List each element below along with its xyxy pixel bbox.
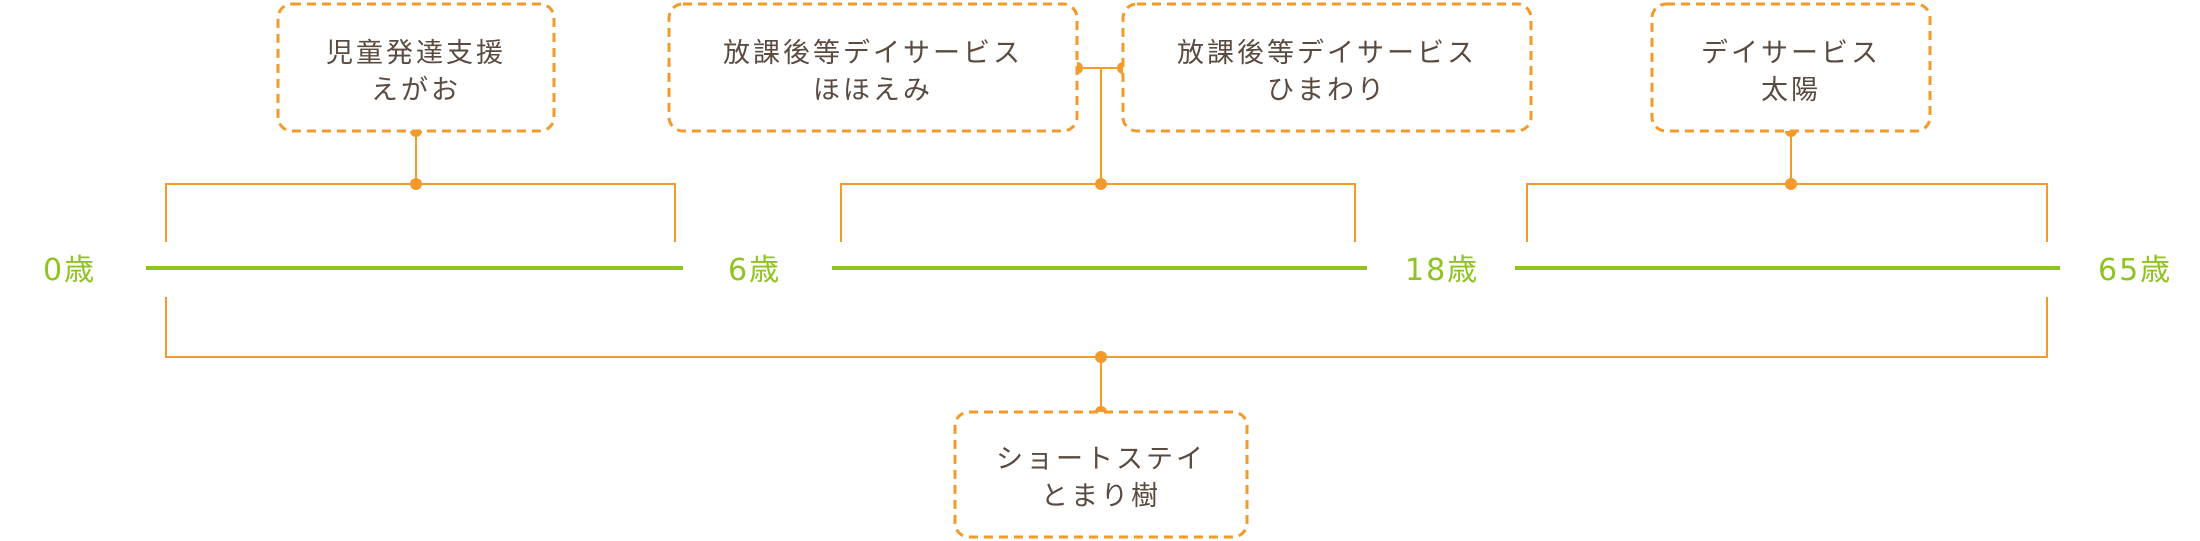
box-himawari-line1: 放課後等デイサービス bbox=[1177, 38, 1477, 69]
box-hohoemi-line2: ほほえみ bbox=[813, 75, 933, 106]
dot-jidou-bracket bbox=[410, 178, 422, 190]
box-short-line1: ショートステイ bbox=[996, 444, 1206, 475]
dot-6-18-bracket bbox=[1095, 178, 1107, 190]
age-65: 65歳 bbox=[2098, 253, 2172, 288]
dot-0-65-bracket bbox=[1095, 351, 1107, 363]
age-0: 0歳 bbox=[43, 253, 96, 288]
box-jidou-line1: 児童発達支援 bbox=[326, 38, 506, 69]
box-himawari bbox=[1121, 2, 1533, 133]
bracket-0-65 bbox=[165, 297, 2048, 358]
age-6: 6歳 bbox=[728, 253, 781, 288]
box-short-line2: とまり樹 bbox=[1041, 481, 1161, 512]
age-18: 18歳 bbox=[1405, 253, 1479, 288]
box-hohoemi bbox=[667, 2, 1079, 133]
box-jidou bbox=[276, 2, 556, 133]
box-jidou-line2: えがお bbox=[371, 75, 461, 106]
box-hohoemi-line1: 放課後等デイサービス bbox=[723, 38, 1023, 69]
box-taiyou-line1: デイサービス bbox=[1701, 38, 1881, 69]
box-taiyou bbox=[1650, 2, 1932, 133]
bracket-18-65 bbox=[1526, 183, 2048, 242]
dot-taiyou-bracket bbox=[1785, 178, 1797, 190]
bracket-0-6 bbox=[165, 183, 676, 242]
bracket-6-18 bbox=[840, 183, 1356, 242]
box-short bbox=[953, 410, 1249, 539]
box-taiyou-line2: 太陽 bbox=[1761, 75, 1821, 106]
box-himawari-line2: ひまわり bbox=[1267, 75, 1387, 106]
